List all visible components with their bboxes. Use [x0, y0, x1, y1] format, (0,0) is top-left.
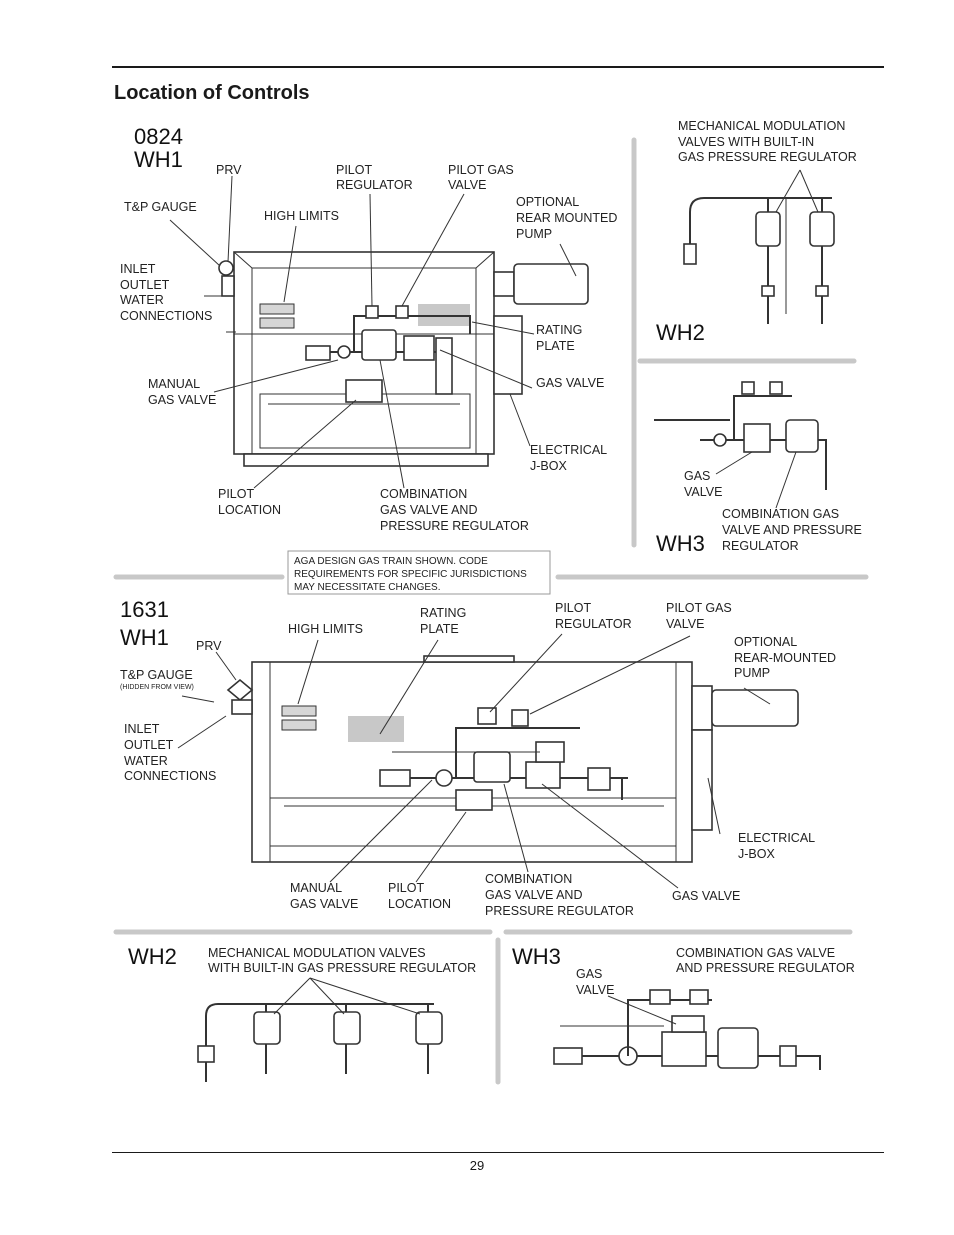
bottom-rule: [112, 1152, 884, 1153]
top-model-number: 0824: [134, 124, 183, 149]
bottom-wh1-diagram: 1631 WH1: [120, 597, 836, 918]
bottom-label-gas-valve: GAS VALVE: [672, 889, 740, 903]
top-label-tp-gauge: T&P GAUGE: [124, 200, 197, 214]
bottom-label-prv: PRV: [196, 639, 222, 653]
bottom-model-number: 1631: [120, 597, 169, 622]
bottom-jbox: [691, 729, 713, 831]
bottom-label-high-limits: HIGH LIMITS: [288, 622, 363, 636]
bottom-pump: [711, 689, 799, 727]
top-wh1-label: WH1: [134, 147, 183, 172]
top-pilot: [345, 379, 383, 403]
bottom-wh1-label: WH1: [120, 625, 169, 650]
bottom-heater-cabinet: [251, 661, 693, 863]
bottom-tp-gauge: [226, 678, 254, 702]
bottom-wh2-label: WH2: [128, 944, 177, 969]
top-wh1-diagram: 0824 WH1: [120, 124, 617, 533]
bottom-label-tp-gauge: T&P GAUGE: [120, 668, 193, 682]
note-box: [287, 550, 551, 595]
bottom-rating-plate: [348, 716, 404, 742]
top-tp-gauge: [218, 260, 234, 276]
top-label-high-limits: HIGH LIMITS: [264, 209, 339, 223]
bottom-label-tp-hidden: (HIDDEN FROM VIEW): [120, 684, 194, 691]
page-title: Location of Controls: [114, 82, 310, 104]
bottom-pilot: [455, 789, 493, 811]
top-pump: [513, 263, 589, 305]
top-label-prv: PRV: [216, 163, 242, 177]
top-rule: [112, 66, 884, 68]
top-label-gas-valve: GAS VALVE: [536, 376, 604, 390]
page-number: 29: [469, 1158, 485, 1173]
top-wh3-label: WH3: [656, 531, 705, 556]
top-wh2-label: WH2: [656, 320, 705, 345]
bottom-wh3-label: WH3: [512, 944, 561, 969]
